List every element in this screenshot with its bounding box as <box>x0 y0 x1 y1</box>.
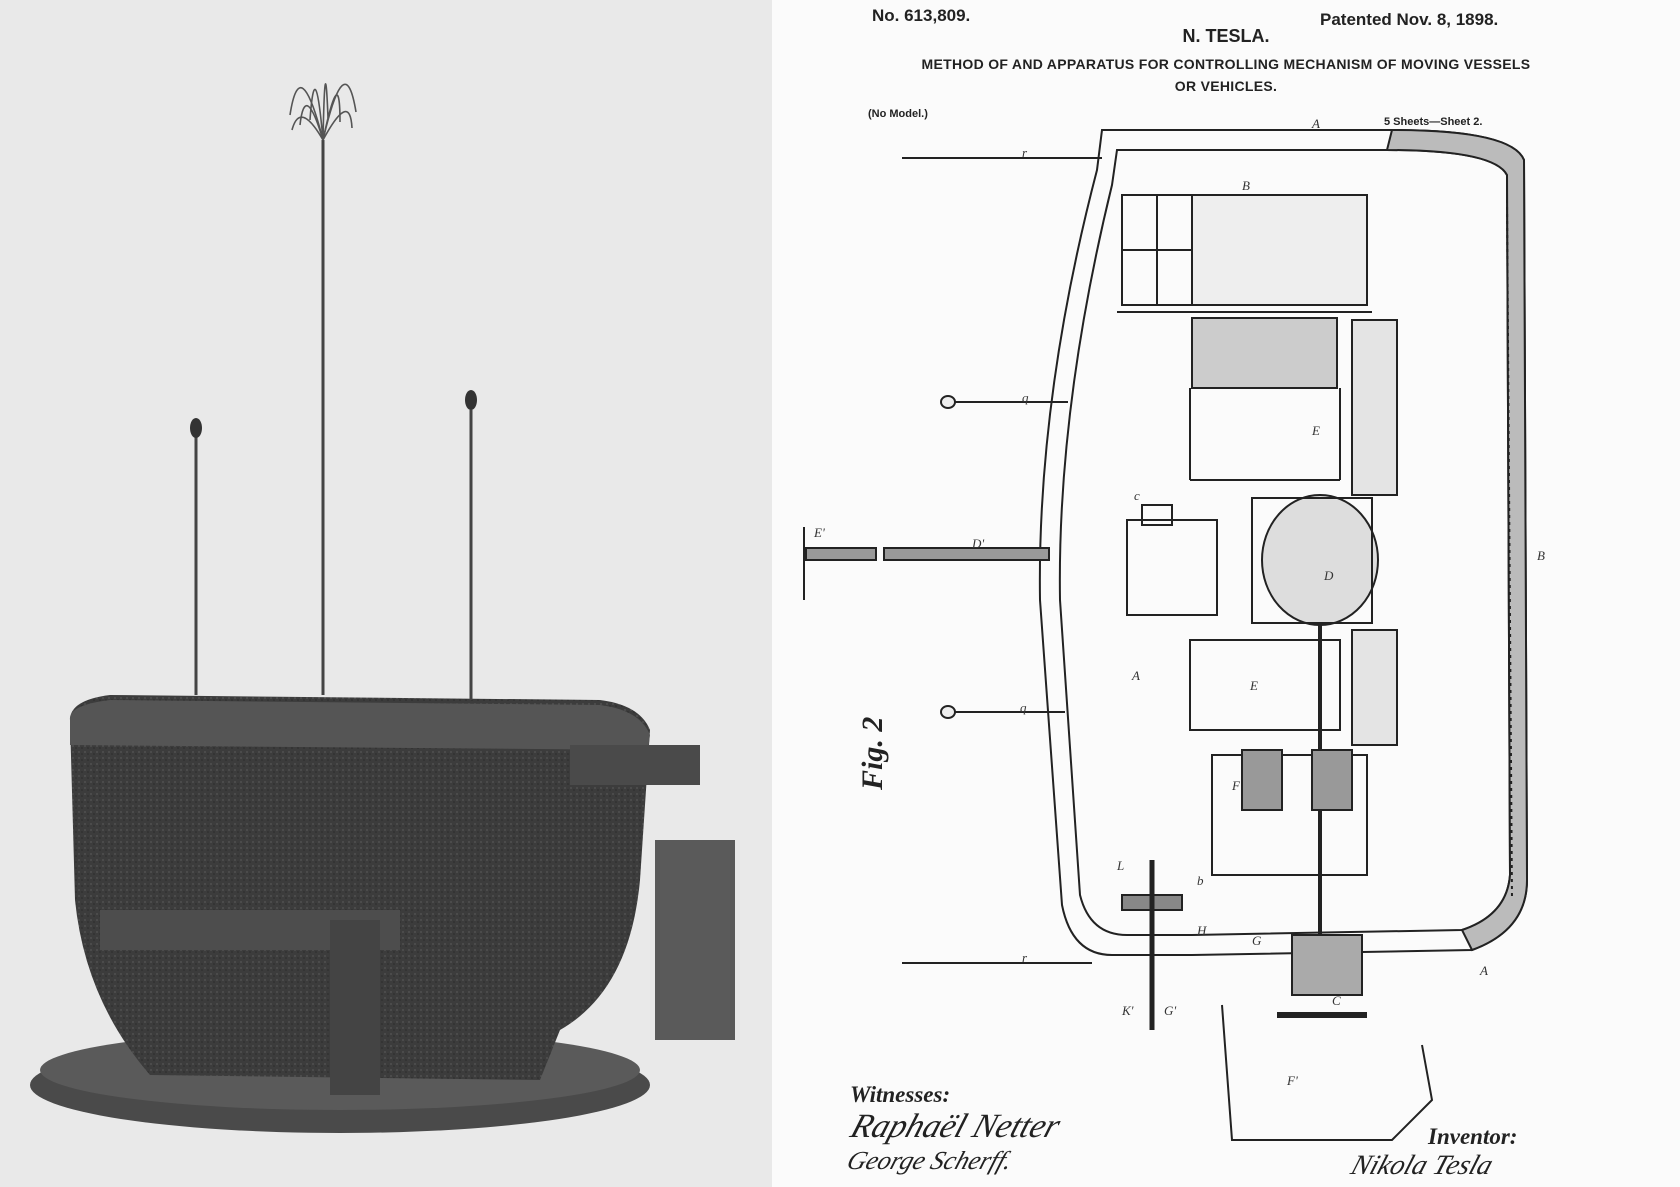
label-E1: E' <box>813 525 825 540</box>
label-G1: G' <box>1164 1003 1176 1018</box>
left-mast-lamp-icon <box>190 418 202 438</box>
label-G: G <box>1252 933 1262 948</box>
battery-block-B <box>1191 194 1368 306</box>
boat-illustration <box>30 83 735 1133</box>
label-b: b <box>1197 873 1204 888</box>
label-A-right: A <box>1479 963 1488 978</box>
witness-signature-2: George Scherff. <box>843 1146 1017 1175</box>
motor-F <box>1211 754 1368 876</box>
patent-date: Patented Nov. 8, 1898. <box>1320 10 1499 29</box>
label-q-upper: q <box>1022 390 1029 405</box>
boat-hull <box>70 695 650 1080</box>
patent-diagram: B A r q q r E' D' c E D E A F L b H G K'… <box>803 116 1545 1141</box>
label-K1: K' <box>1121 1003 1134 1018</box>
inventor-name: N. TESLA. <box>1182 26 1270 46</box>
rudder <box>655 840 735 1040</box>
label-E-upper: E <box>1311 423 1320 438</box>
label-L: L <box>1116 858 1124 873</box>
inventor-label: Inventor: <box>1428 1124 1518 1149</box>
label-A-mid: A <box>1131 668 1140 683</box>
lamp-icon <box>940 395 956 409</box>
rudder-F1 <box>1221 1004 1434 1141</box>
label-D1: D' <box>971 536 984 551</box>
battery-E <box>1189 639 1341 731</box>
no-model-note: (No Model.) <box>868 108 928 120</box>
lamp-icon <box>940 705 956 719</box>
label-F1: F' <box>1286 1073 1298 1088</box>
sheet-count: 5 Sheets—Sheet 2. <box>1384 116 1483 128</box>
patent-title-line-2: OR VEHICLES. <box>1174 78 1278 94</box>
rod-D1-left <box>805 547 877 561</box>
label-r-top: r <box>1022 145 1028 160</box>
label-c: c <box>1134 488 1140 503</box>
label-H: H <box>1196 923 1207 938</box>
figure-label: Fig. 2 <box>856 716 889 790</box>
patent-number: No. 613,809. <box>872 6 971 25</box>
boat-photograph <box>0 0 772 1187</box>
label-A-top: A <box>1311 116 1320 131</box>
right-mast-lamp-icon <box>465 390 477 410</box>
label-q-lower: q <box>1020 700 1027 715</box>
label-B-top: B <box>1242 178 1250 193</box>
label-r-bottom: r <box>1022 950 1028 965</box>
label-D: D <box>1323 568 1334 583</box>
label-E-lower: E <box>1249 678 1258 693</box>
rod-D1-right <box>883 547 1050 561</box>
witness-signature-1: Raphaël Netter <box>846 1108 1065 1145</box>
antenna-brush-icon <box>289 83 357 141</box>
witnesses-label: Witnesses: <box>850 1082 951 1107</box>
label-C: C <box>1332 993 1341 1008</box>
label-B-right: B <box>1537 548 1545 563</box>
tank-D <box>1261 494 1379 626</box>
patent-sheet: No. 613,809. N. TESLA. Patented Nov. 8, … <box>772 0 1680 1187</box>
inventor-signature: Nikola Tesla <box>1347 1150 1497 1181</box>
label-F: F <box>1231 778 1241 793</box>
patent-title-line-1: METHOD OF AND APPARATUS FOR CONTROLLING … <box>921 56 1531 72</box>
